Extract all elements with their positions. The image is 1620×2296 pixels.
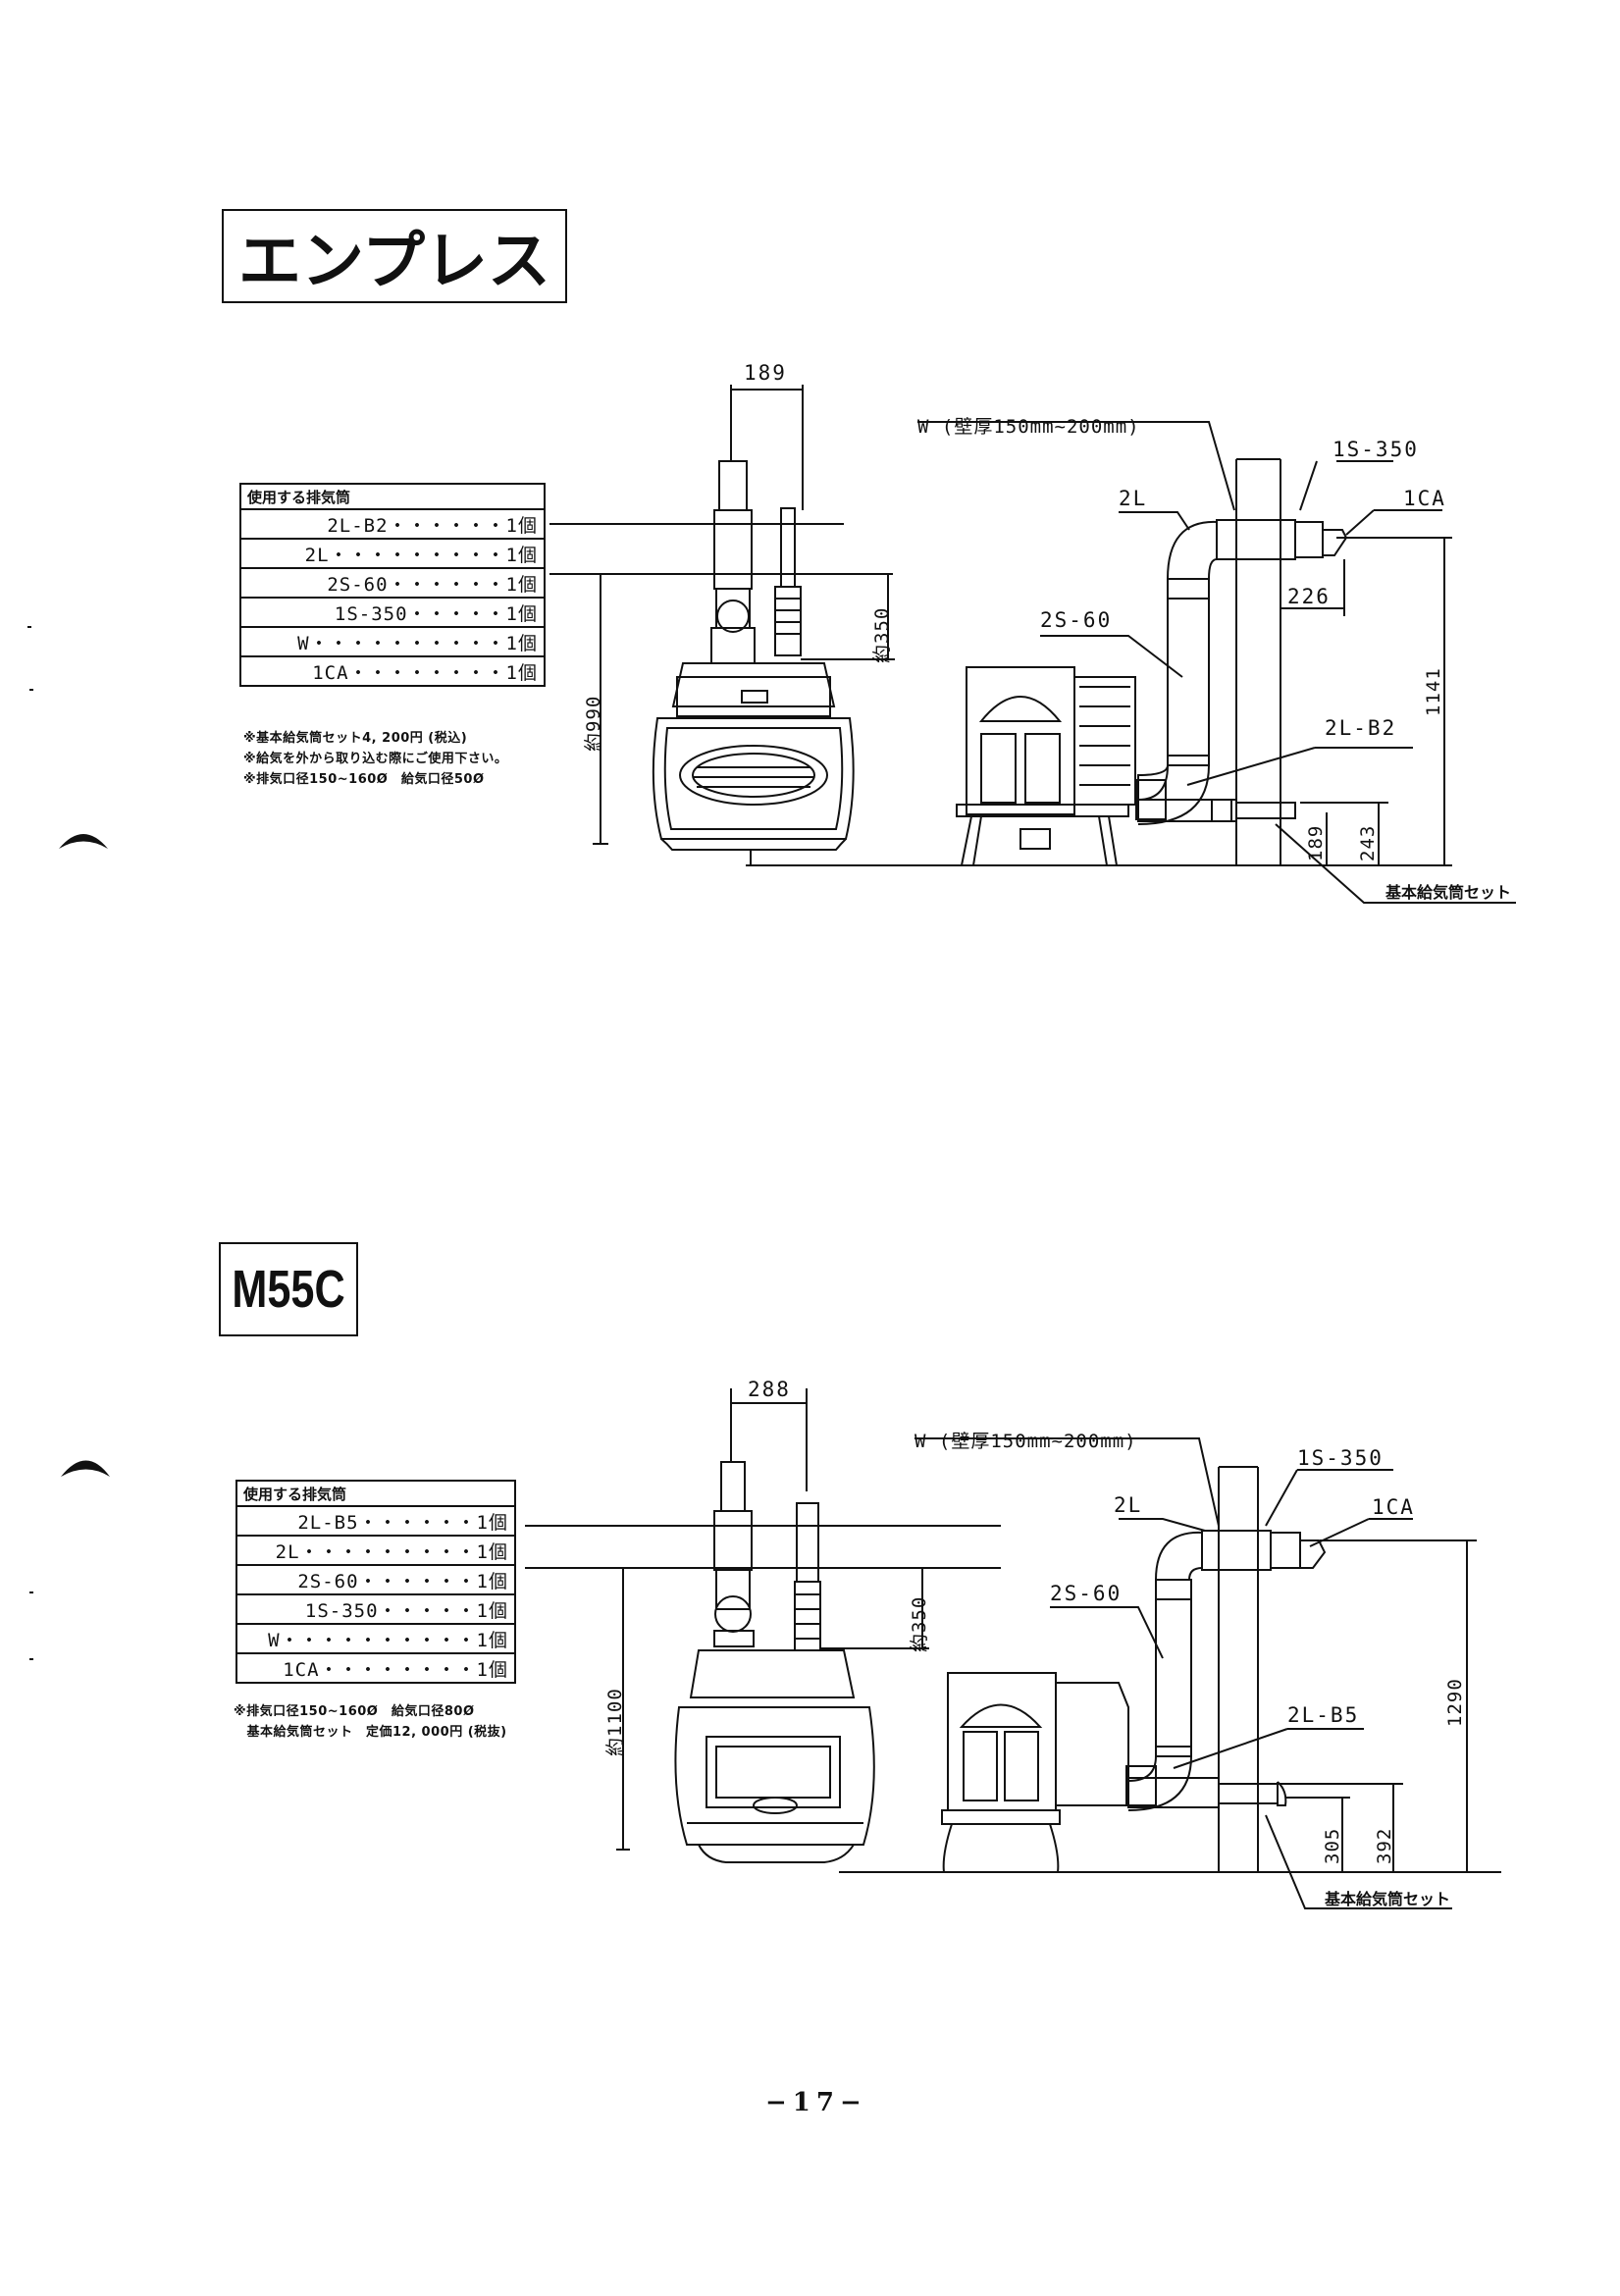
notes: ※排気口径150~160Ø 給気口径80Ø 基本給気筒セット 定価12, 000…: [234, 1701, 507, 1743]
section-title-box: エンプレス: [222, 209, 567, 303]
dim-top-width: 189: [744, 361, 787, 385]
parts-row: 2L・・・・・・・・・1個: [235, 1535, 516, 1566]
callout-intake-set: 基本給気筒セット: [1325, 1890, 1451, 1908]
callout-wall: W (壁厚150mm~200mm): [917, 416, 1140, 438]
callout-1ca: 1CA: [1372, 1495, 1415, 1519]
callout-wall: W (壁厚150mm~200mm): [915, 1431, 1137, 1452]
note-line: ※排気口径150~160Ø 給気口径50Ø: [243, 772, 485, 787]
parts-row: W・・・・・・・・・・1個: [235, 1623, 516, 1654]
section-title: エンプレス: [237, 226, 551, 298]
callout-2s60: 2S-60: [1040, 608, 1113, 632]
parts-row: 1CA・・・・・・・・1個: [239, 655, 546, 687]
note-line: ※基本給気筒セット4, 200円 (税込): [243, 731, 468, 746]
parts-row: 2L-B2・・・・・・1個: [239, 508, 546, 540]
section-title-box: M55C: [219, 1242, 358, 1336]
callout-2l: 2L: [1119, 487, 1148, 510]
callout-intake-set: 基本給気筒セット: [1385, 883, 1512, 902]
callout-2lb: 2L-B5: [1287, 1703, 1360, 1727]
parts-table-header: 使用する排気筒: [239, 483, 546, 510]
note-line: 基本給気筒セット 定価12, 000円 (税抜): [234, 1725, 507, 1740]
callout-2l: 2L: [1114, 1493, 1143, 1517]
parts-row: W・・・・・・・・・・1個: [239, 626, 546, 657]
page-number: −17−: [765, 2088, 867, 2117]
section-title: M55C: [232, 1260, 345, 1319]
parts-row: 2L-B5・・・・・・1個: [235, 1505, 516, 1537]
parts-row: 1S-350・・・・・1個: [235, 1593, 516, 1625]
parts-row: 2S-60・・・・・・1個: [239, 567, 546, 599]
callout-1s350: 1S-350: [1333, 438, 1419, 461]
parts-row: 1CA・・・・・・・・1個: [235, 1652, 516, 1684]
parts-table-header: 使用する排気筒: [235, 1480, 516, 1507]
dim-side-offset: 226: [1287, 585, 1331, 608]
notes: ※基本給気筒セット4, 200円 (税込) ※給気を外から取り込む際にご使用下さ…: [243, 728, 507, 790]
parts-row: 2S-60・・・・・・1個: [235, 1564, 516, 1595]
callout-1ca: 1CA: [1403, 487, 1446, 510]
parts-table: 使用する排気筒 2L-B5・・・・・・1個 2L・・・・・・・・・1個 2S-6…: [235, 1480, 516, 1684]
note-line: ※給気を外から取り込む際にご使用下さい。: [243, 752, 508, 766]
note-line: ※排気口径150~160Ø 給気口径80Ø: [234, 1704, 475, 1719]
parts-row: 1S-350・・・・・1個: [239, 597, 546, 628]
callout-2lb: 2L-B2: [1325, 716, 1397, 740]
callout-2s60: 2S-60: [1050, 1582, 1123, 1605]
callout-1s350: 1S-350: [1297, 1446, 1384, 1470]
parts-table: 使用する排気筒 2L-B2・・・・・・1個 2L・・・・・・・・・1個 2S-6…: [239, 483, 546, 687]
parts-row: 2L・・・・・・・・・1個: [239, 538, 546, 569]
dim-top-width: 288: [748, 1378, 791, 1401]
